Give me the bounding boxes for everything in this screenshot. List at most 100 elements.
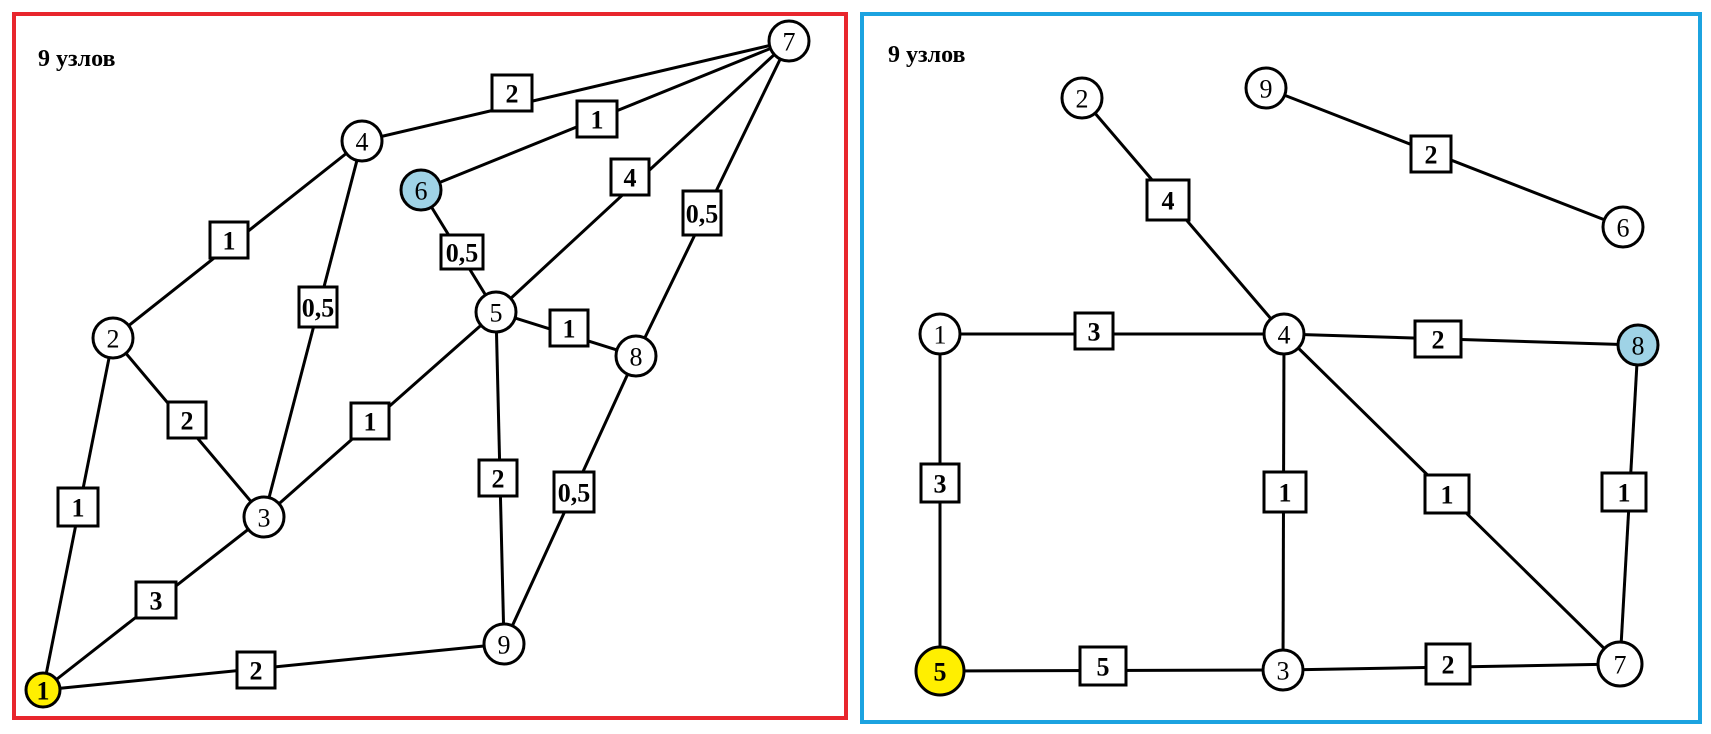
edge-weight: 3 <box>134 580 178 620</box>
node-circle <box>1616 323 1660 367</box>
node-circle <box>474 290 518 334</box>
weight-label: 2 <box>1425 141 1438 170</box>
node-circle <box>242 495 286 539</box>
edge-weight: 0,5 <box>439 233 485 271</box>
weight-box <box>1145 178 1191 222</box>
node-8: 8 <box>614 334 658 378</box>
node-circle <box>91 316 135 360</box>
edge-weight: 1 <box>208 220 250 260</box>
weight-box <box>1078 645 1128 687</box>
weight-label: 1 <box>1441 481 1454 510</box>
weight-label: 3 <box>150 587 163 616</box>
node-label: 2 <box>1076 85 1089 114</box>
weight-label: 2 <box>1432 326 1445 355</box>
weight-box <box>1073 311 1115 351</box>
edge-4-7 <box>361 39 790 143</box>
graph-title: 9 узлов <box>38 46 116 72</box>
weight-label: 0,5 <box>686 200 719 229</box>
node-circle <box>767 19 811 63</box>
node-4: 4 <box>340 119 384 163</box>
edge-weight: 1 <box>1262 470 1308 514</box>
edge-weight: 1 <box>548 308 590 348</box>
graph-panel-right: 9 узлов <box>860 12 1702 724</box>
weight-box <box>548 308 590 348</box>
weight-box <box>1262 470 1308 514</box>
edge-weight: 1 <box>56 486 100 528</box>
weight-box <box>235 650 277 690</box>
node-circle <box>399 168 443 212</box>
edge-weight: 2 <box>235 650 277 690</box>
node-label: 1 <box>934 321 947 350</box>
weight-box <box>349 401 391 441</box>
edge-weight: 1 <box>1423 473 1471 515</box>
node-circle <box>1244 66 1288 110</box>
node-circle <box>24 671 62 709</box>
weight-label: 1 <box>1618 479 1631 508</box>
node-circle <box>1060 76 1104 120</box>
node-label: 7 <box>1614 651 1627 680</box>
edge-weight: 1 <box>1600 471 1648 513</box>
node-label: 3 <box>258 504 271 533</box>
node-label: 9 <box>498 631 511 660</box>
edge-weight: 0,5 <box>552 470 596 514</box>
weight-box <box>1413 319 1463 359</box>
weight-label: 0,5 <box>558 479 591 508</box>
weight-box <box>919 462 961 504</box>
node-8: 8 <box>1616 323 1660 367</box>
node-circle <box>918 312 962 356</box>
weight-box <box>1424 642 1472 686</box>
graph-panel-left: 9 узлов <box>12 12 848 720</box>
node-5: 5 <box>474 290 518 334</box>
weight-label: 3 <box>1088 318 1101 347</box>
weight-box <box>439 233 485 271</box>
weight-label: 2 <box>492 465 505 494</box>
weight-label: 2 <box>506 80 519 109</box>
weight-box <box>609 157 651 197</box>
weight-label: 1 <box>72 494 85 523</box>
weight-box <box>1423 473 1471 515</box>
weight-box <box>575 99 619 139</box>
node-circle <box>1262 312 1306 356</box>
node-label: 9 <box>1260 75 1273 104</box>
weight-label: 4 <box>624 164 637 193</box>
edge-weight: 0,5 <box>297 285 339 329</box>
node-label: 7 <box>783 28 796 57</box>
node-label: 6 <box>415 177 428 206</box>
weight-label: 0,5 <box>446 239 479 268</box>
weight-label: 1 <box>563 315 576 344</box>
node-7: 7 <box>767 19 811 63</box>
node-5: 5 <box>914 645 966 697</box>
node-1: 1 <box>24 671 62 709</box>
edge-weight: 4 <box>1145 178 1191 222</box>
node-9: 9 <box>482 622 526 666</box>
weight-label: 3 <box>934 470 947 499</box>
node-3: 3 <box>242 495 286 539</box>
weight-label: 0,5 <box>302 294 335 323</box>
node-1: 1 <box>918 312 962 356</box>
node-7: 7 <box>1596 640 1644 688</box>
node-label: 2 <box>107 325 120 354</box>
node-circle <box>1261 648 1305 692</box>
node-3: 3 <box>1261 648 1305 692</box>
weight-box <box>1409 134 1453 174</box>
node-9: 9 <box>1244 66 1288 110</box>
edge-weight: 5 <box>1078 645 1128 687</box>
node-label: 5 <box>934 658 947 687</box>
weight-box <box>297 285 339 329</box>
node-circle <box>482 622 526 666</box>
weight-label: 1 <box>591 106 604 135</box>
node-label: 4 <box>1278 321 1291 350</box>
node-label: 8 <box>1632 332 1645 361</box>
node-6: 6 <box>1601 205 1645 249</box>
node-label: 5 <box>490 299 503 328</box>
weight-box <box>134 580 178 620</box>
weight-label: 1 <box>364 408 377 437</box>
weight-box <box>166 400 208 440</box>
node-label: 4 <box>356 128 369 157</box>
node-2: 2 <box>91 316 135 360</box>
node-4: 4 <box>1262 312 1306 356</box>
weight-box <box>490 73 534 113</box>
weight-label: 1 <box>223 227 236 256</box>
edge-weight: 0,5 <box>681 189 723 237</box>
